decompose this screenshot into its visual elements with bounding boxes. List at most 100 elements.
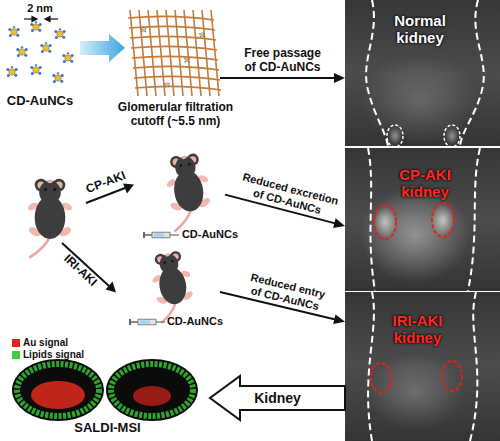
node-label: CP-AKI kidney: [390, 166, 460, 201]
filtration-mesh-part: [139, 10, 147, 96]
filtration-mesh-part: [193, 10, 201, 96]
flow-arrow: [220, 73, 345, 83]
node-label: Normal kidney: [385, 12, 455, 47]
nanocluster-cloud-part: [30, 21, 41, 32]
filtration-mesh-part: [202, 10, 210, 96]
saldi-msi-sections-part: [111, 364, 193, 416]
saldi-msi-sections: [12, 359, 198, 421]
edge-label: Free passage of CD-AuNCs: [239, 47, 327, 75]
node-label: CD-AuNCs: [0, 94, 80, 109]
edge-label: Reduced excretion of CD-AuNCs: [237, 171, 340, 221]
iri-aki-imaging-panel-part: [345, 292, 500, 441]
filtration-mesh-part: [130, 10, 138, 96]
cp-syringe: [143, 232, 179, 238]
filtration-mesh-part: [128, 16, 214, 20]
iri-aki-imaging-panel-part: [442, 361, 462, 391]
filtration-barrier: Glomerular filtration cutoff (~5.5 nm): [125, 5, 220, 98]
nanocluster-cloud-part: [8, 26, 19, 37]
normal-imaging-panel-part: [387, 125, 403, 147]
filtration-mesh-part: [157, 10, 165, 96]
cp-aki-imaging-panel-part: [432, 203, 454, 237]
mouse-model: CD-AuNCs: [130, 150, 225, 245]
mouse-model: CD-AuNCs: [120, 250, 220, 335]
filtration-mesh-part: [135, 86, 221, 90]
cp-aki-mouse-part: [162, 152, 216, 231]
scale-arrows-part: [45, 17, 50, 22]
legend-swatch: [12, 339, 20, 347]
imaging-panel: CP-AKI kidney: [345, 148, 500, 291]
scale-label: 2 nm: [20, 2, 60, 15]
edge-label: Reduced entry of CD-AuNCs: [244, 270, 328, 313]
filtration-mesh-part: [184, 10, 192, 96]
flow-arrow-shape: [220, 73, 345, 83]
saldi-msi-sections-part: [106, 359, 198, 421]
normal-imaging-panel-part: [444, 125, 460, 147]
filtration-mesh-part: [148, 10, 156, 96]
imaging-panel: Normal kidney: [345, 0, 500, 146]
iri-aki-imaging-panel-part: [365, 354, 465, 430]
cp-aki-imaging-panel-part: [468, 148, 480, 291]
imaging-panel: IRI-AKI kidney: [345, 292, 500, 441]
filtration-mesh-part: [130, 36, 216, 40]
nanocluster-cloud-part: [62, 52, 73, 63]
nanocluster-cloud-part: [30, 64, 41, 75]
node-label: IRI-AKI kidney: [380, 312, 455, 347]
saldi-msi-sections-part: [133, 386, 171, 406]
flow-arrow-shape: [80, 34, 125, 62]
normal-imaging-panel-part: [345, 0, 500, 146]
iri-syringe: [129, 319, 165, 325]
cp-aki-imaging-panel-part: [373, 206, 397, 238]
normal-imaging-panel: [345, 0, 500, 147]
cp-syringe-part: [143, 232, 179, 238]
node-label: Glomerular filtration cutoff (~5.5 nm): [108, 101, 243, 129]
saldi-msi-sections-part: [12, 359, 104, 421]
flow-arrow: [80, 34, 125, 62]
condition-arrows-part: [123, 184, 134, 194]
legend-swatch: [12, 351, 20, 359]
iri-aki-mouse-part: [147, 249, 199, 323]
legend-text: Au signal: [23, 337, 68, 348]
mesh-clusters: [141, 27, 205, 87]
block-arrow: [210, 376, 345, 420]
iri-aki-imaging-panel: [345, 292, 500, 441]
normal-imaging-panel-part: [460, 0, 484, 146]
normal-imaging-panel-part: [445, 127, 459, 145]
normal-imaging-panel-part: [360, 55, 480, 145]
condition-arrows: [62, 184, 134, 293]
filtration-mesh-part: [175, 10, 183, 96]
normal-imaging-panel-part: [366, 0, 388, 146]
normal-imaging-panel-part: [388, 127, 402, 145]
legend-text: Lipids signal: [23, 349, 84, 360]
nanocluster-cloud: [6, 21, 73, 83]
cp-aki-imaging-panel-part: [360, 187, 470, 283]
nanocluster-cloud-part: [16, 46, 27, 57]
iri-aki-imaging-panel-part: [371, 363, 391, 393]
filtration-mesh-part: [211, 10, 219, 96]
cp-aki-imaging-panel-part: [374, 205, 396, 239]
mesh-clusters-part: [199, 32, 205, 37]
filtration-mesh-part: [131, 46, 217, 50]
block-arrow-shape: [210, 376, 345, 420]
saldi-msi-sections-part: [31, 381, 85, 409]
nanocluster-cloud-part: [40, 42, 51, 53]
mesh-clusters-part: [184, 57, 190, 62]
cp-aki-imaging-panel-part: [345, 148, 500, 291]
edge-label: Kidney: [243, 390, 313, 406]
condition-label: IRI-AKI: [53, 245, 106, 296]
scale-arrows-part: [32, 17, 37, 22]
cp-aki-imaging-panel-part: [368, 148, 375, 291]
filtration-mesh-part: [133, 66, 219, 70]
condition-arrows-part: [106, 282, 117, 293]
iri-aki-imaging-panel-part: [470, 292, 477, 441]
mesh-clusters-part: [164, 82, 170, 87]
nanocluster-group: CD-AuNCs: [0, 8, 80, 108]
cp-aki-imaging-panel-part: [431, 204, 455, 236]
iri-aki-imaging-panel-part: [368, 292, 374, 441]
nanocluster-cloud-part: [52, 72, 63, 83]
filtration-mesh-part: [134, 76, 220, 80]
nanocluster-cloud-part: [54, 28, 65, 39]
healthy-mouse: [27, 179, 74, 257]
cp-aki-imaging-panel: [345, 148, 500, 291]
iri-aki-mouse: [147, 249, 199, 323]
